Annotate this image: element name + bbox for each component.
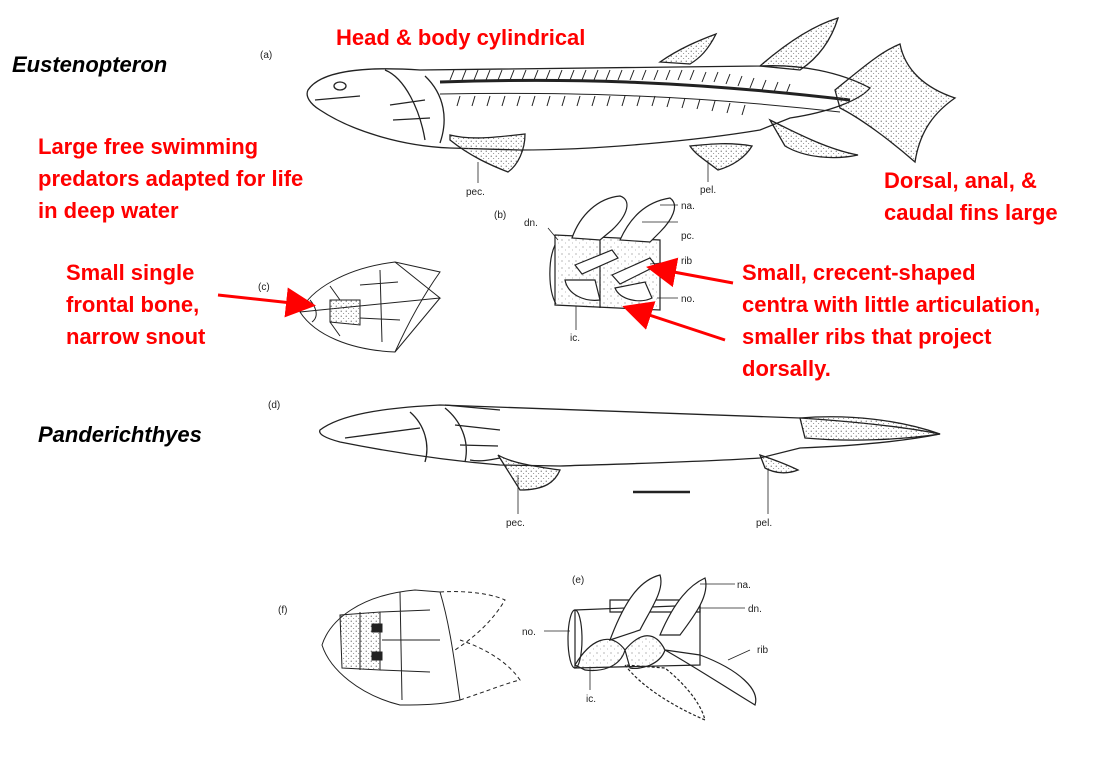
- annotation-fins: Dorsal, anal, & caudal fins large: [884, 165, 1058, 229]
- panel-letter-e: (e): [572, 575, 584, 586]
- eusthenopteron-vertebra-drawing: [547, 195, 678, 330]
- panel-letter-a: (a): [260, 50, 272, 61]
- label-pc-b: pc.: [681, 231, 694, 242]
- annotation-frontal-line-3: narrow snout: [66, 324, 206, 349]
- taxon-label-eusthenopteron: Eustenopteron: [12, 52, 168, 77]
- label-pec-a: pec.: [466, 187, 485, 198]
- annotation-predators-line-2: predators adapted for life: [38, 166, 304, 191]
- annotation-predators: Large free swimming predators adapted fo…: [38, 131, 303, 227]
- panel-letter-b: (b): [494, 210, 506, 221]
- annotation-frontal-line-2: frontal bone,: [66, 292, 200, 317]
- label-no-b: no.: [681, 294, 695, 305]
- panderichthyes-vertebra-drawing: [544, 574, 757, 722]
- panel-letter-f: (f): [278, 605, 287, 616]
- label-dn-b: dn.: [524, 218, 538, 229]
- annotation-head-body: Head & body cylindrical: [336, 22, 585, 54]
- label-na-e: na.: [737, 580, 751, 591]
- centra-arrow-upper: [646, 257, 734, 288]
- annotation-arrows: [217, 257, 734, 342]
- annotation-fins-line-2: caudal fins large: [884, 200, 1058, 225]
- annotation-centra-line-2: centra with little articulation,: [742, 292, 1041, 317]
- panel-letter-d: (d): [268, 400, 280, 411]
- label-pel-a: pel.: [700, 185, 716, 196]
- annotation-predators-line-1: Large free swimming: [38, 134, 259, 159]
- annotation-frontal-line-1: Small single: [66, 260, 195, 285]
- annotation-centra: Small, crecent-shaped centra with little…: [742, 257, 1040, 385]
- label-ic-e: ic.: [586, 694, 596, 705]
- label-dn-e: dn.: [748, 604, 762, 615]
- label-no-e: no.: [522, 627, 536, 638]
- annotation-centra-line-3: smaller ribs that project: [742, 324, 992, 349]
- panel-letter-c: (c): [258, 282, 270, 293]
- annotation-centra-line-4: dorsally.: [742, 356, 831, 381]
- panderichthyes-fish-drawing: [319, 404, 941, 514]
- annotation-frontal: Small single frontal bone, narrow snout: [66, 257, 205, 353]
- annotation-centra-line-1: Small, crecent-shaped: [742, 260, 976, 285]
- panderichthyes-skull-drawing: [321, 589, 521, 706]
- eusthenopteron-skull-drawing: [299, 261, 442, 353]
- frontal-bone-arrow: [217, 287, 316, 318]
- label-na-b: na.: [681, 201, 695, 212]
- annotation-fins-line-1: Dorsal, anal, &: [884, 168, 1037, 193]
- annotation-head-body-line: Head & body cylindrical: [336, 25, 586, 50]
- label-pel-d: pel.: [756, 518, 772, 529]
- label-ic-b: ic.: [570, 333, 580, 344]
- eusthenopteron-fish-drawing: [306, 17, 957, 183]
- centra-arrow-lower: [622, 301, 726, 342]
- label-rib-e: rib: [757, 645, 769, 656]
- taxon-label-panderichthyes: Panderichthyes: [38, 422, 202, 447]
- figure-labels: (a) (b) (c) (d) (e) (f) pec. pel. na. dn…: [258, 50, 772, 705]
- label-pec-d: pec.: [506, 518, 525, 529]
- label-rib-b: rib: [681, 256, 693, 267]
- annotation-predators-line-3: in deep water: [38, 198, 179, 223]
